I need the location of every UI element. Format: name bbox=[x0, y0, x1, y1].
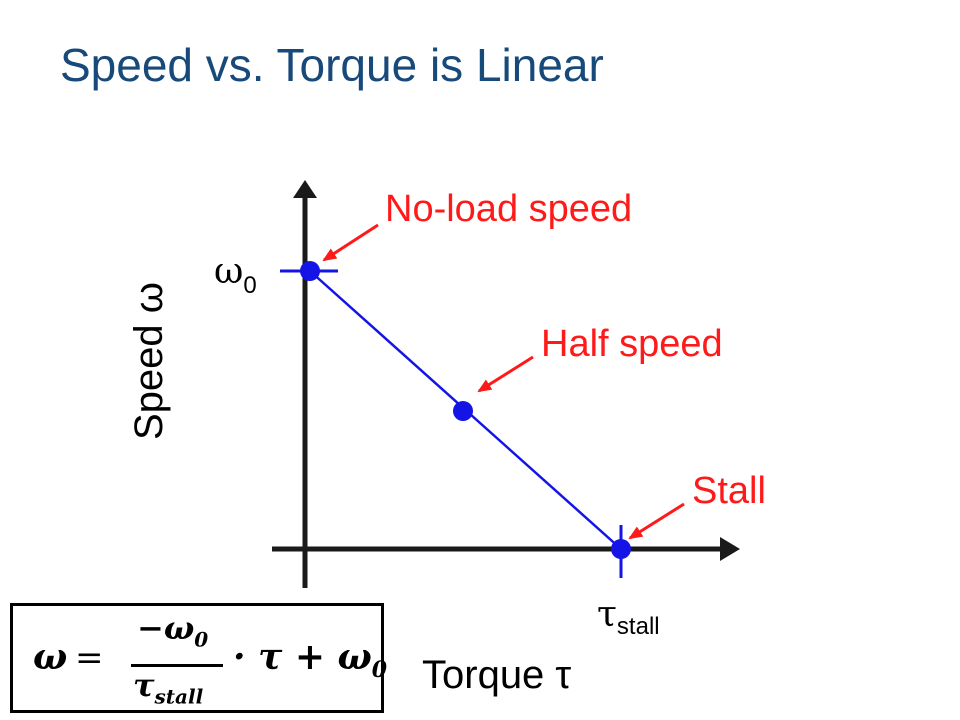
rest-subscript: 0 bbox=[371, 657, 388, 684]
stall-point bbox=[611, 539, 631, 559]
formula-box: ω = −ω0 τstall · τ + ω0 bbox=[10, 603, 387, 713]
stall-arrow bbox=[628, 502, 685, 540]
half-speed-label: Half speed bbox=[541, 323, 723, 365]
half-speed-point bbox=[453, 401, 473, 421]
omega0-tick-label: ω0 bbox=[214, 251, 257, 299]
formula-denominator: τstall bbox=[133, 666, 203, 708]
stall-label: Stall bbox=[692, 470, 766, 512]
y-axis-label: Speed ω bbox=[127, 282, 171, 440]
numerator-main: −ω bbox=[137, 609, 195, 647]
slide-title: Speed vs. Torque is Linear bbox=[60, 39, 604, 91]
tau-stall-subscript: stall bbox=[617, 613, 660, 640]
denominator-main: τ bbox=[133, 666, 155, 704]
y-axis-arrowhead bbox=[293, 180, 317, 198]
denominator-subscript: stall bbox=[154, 684, 204, 709]
formula-numerator: −ω0 bbox=[137, 609, 208, 651]
no-load-arrow bbox=[322, 223, 379, 262]
fraction-bar bbox=[131, 664, 223, 667]
x-axis-arrowhead bbox=[720, 537, 740, 561]
x-axis-label: Torque τ bbox=[422, 653, 571, 697]
rest-main: · τ + ω bbox=[233, 636, 372, 678]
tau-symbol: τ bbox=[597, 594, 617, 635]
omega0-symbol: ω bbox=[214, 251, 243, 292]
no-load-point bbox=[300, 261, 320, 281]
tau-stall-tick-label: τstall bbox=[597, 594, 660, 640]
formula-equals: = bbox=[75, 638, 104, 678]
formula-rest: · τ + ω0 bbox=[233, 636, 387, 683]
half-speed-arrow bbox=[477, 355, 534, 393]
numerator-subscript: 0 bbox=[194, 627, 209, 652]
no-load-label: No-load speed bbox=[385, 188, 632, 230]
omega0-subscript: 0 bbox=[243, 272, 256, 299]
formula-lhs: ω bbox=[33, 636, 68, 678]
